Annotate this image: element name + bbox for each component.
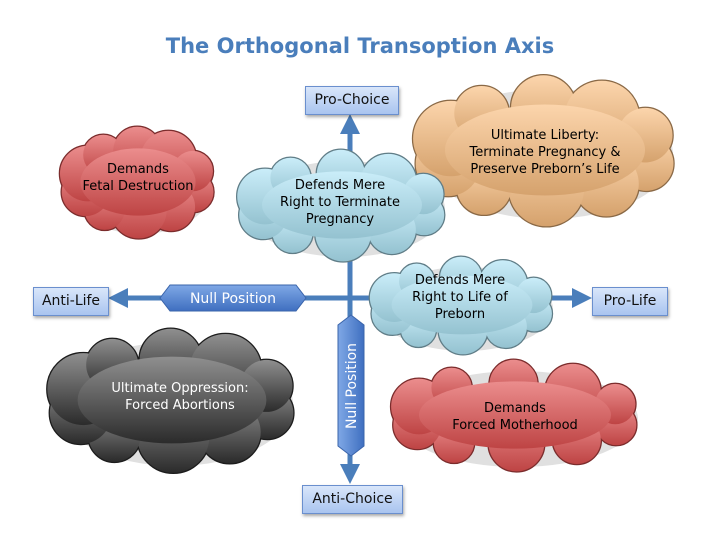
cloud-ultimate-liberty xyxy=(411,74,675,228)
null-position-horizontal: Null Position xyxy=(190,291,276,307)
pro-choice-label: Pro-Choice xyxy=(305,86,399,115)
pro-life-label: Pro-Life xyxy=(592,287,668,316)
null-position-horizontal-shape xyxy=(159,284,307,312)
cloud-text-ultimate-liberty: Ultimate Liberty:Terminate Pregnancy &Pr… xyxy=(469,128,621,177)
cloud-right-to-terminate xyxy=(235,148,446,263)
cloud-fetal-destruction xyxy=(58,125,215,240)
anti-choice-label: Anti-Choice xyxy=(302,485,403,514)
diagram-title: The Orthogonal Transoption Axis xyxy=(165,34,555,58)
cloud-right-to-life xyxy=(368,255,554,356)
cloud-ultimate-oppression xyxy=(46,327,295,475)
null-position-vertical-shape xyxy=(337,314,365,457)
anti-life-label: Anti-Life xyxy=(33,287,109,316)
cloud-text-ultimate-oppression: Ultimate Oppression:Forced Abortions xyxy=(111,381,249,413)
cloud-forced-motherhood xyxy=(389,358,638,473)
null-position-vertical: Null Position xyxy=(344,343,360,429)
